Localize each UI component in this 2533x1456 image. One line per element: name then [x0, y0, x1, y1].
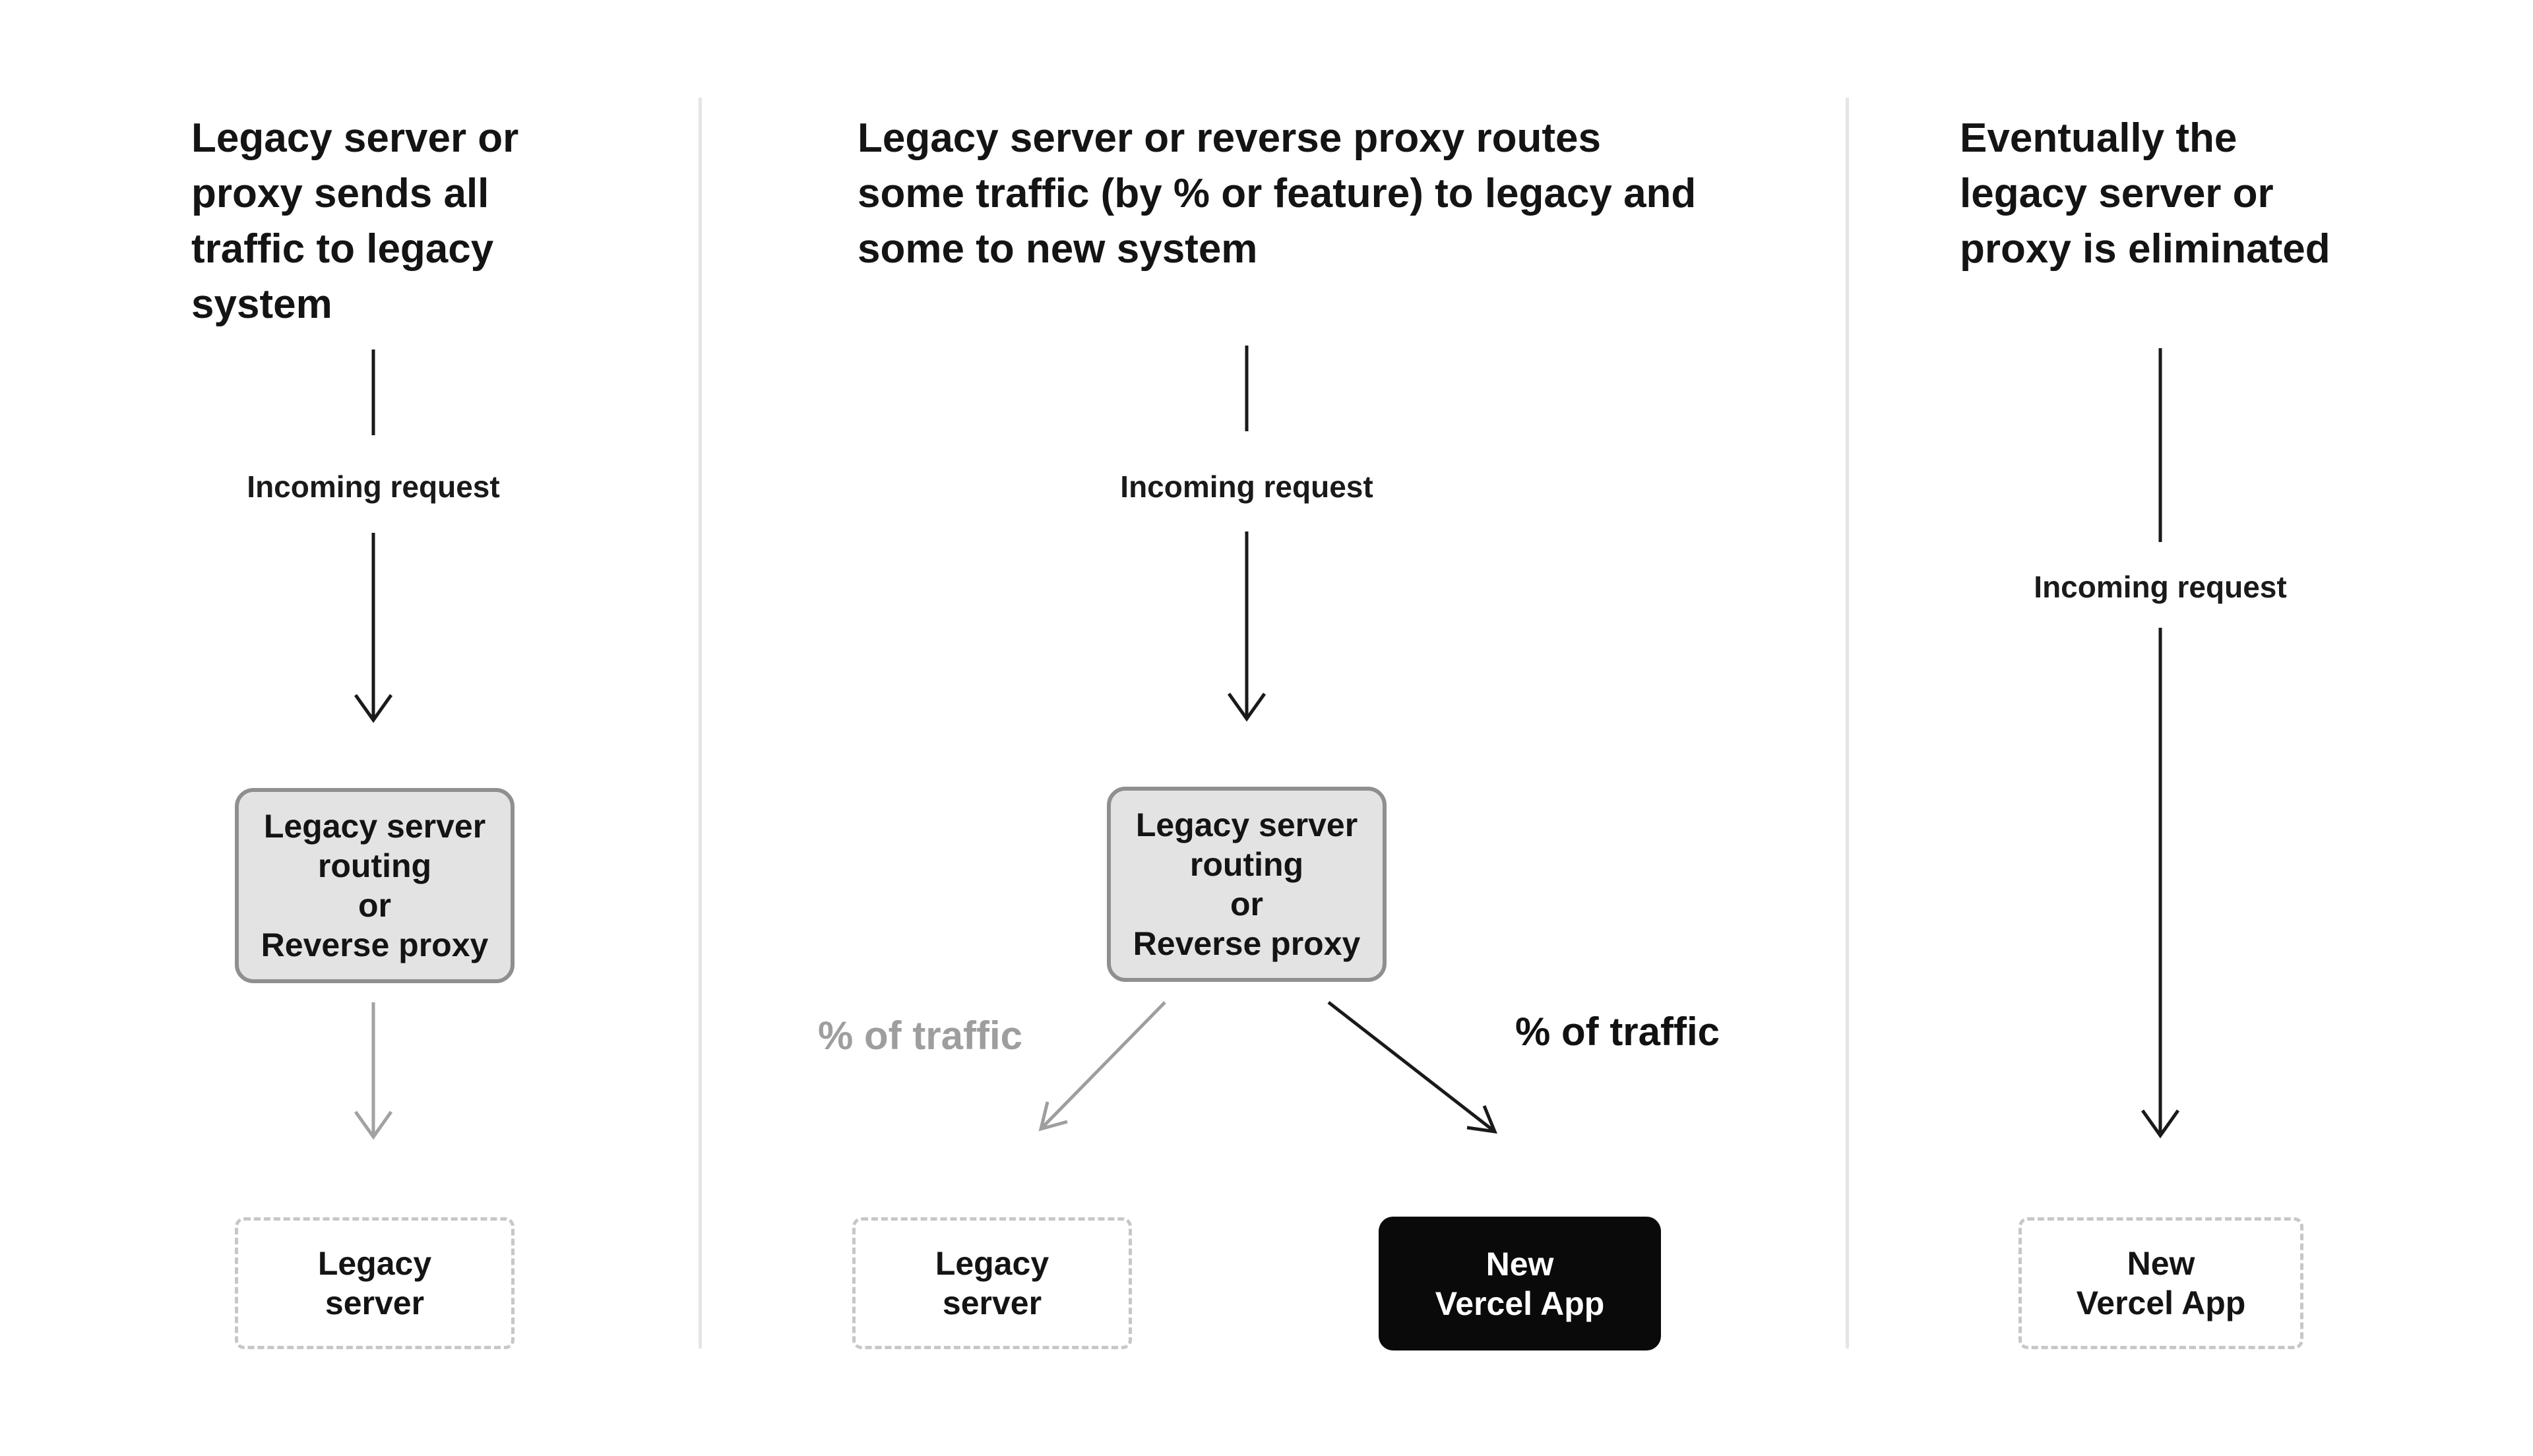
middle-flow-wires [1038, 346, 1497, 1134]
left-router-node: Legacy server routing or Reverse proxy [235, 788, 515, 983]
heading-line: Legacy server or reverse proxy routes [858, 115, 1601, 161]
right-incoming-request-label: Incoming request [2034, 570, 2287, 604]
heading-line: some to new system [858, 226, 1258, 272]
router-node-line: or [358, 887, 391, 924]
middle-new-vercel-app-node: New Vercel App [1379, 1217, 1661, 1350]
legacy-server-line: server [325, 1285, 425, 1321]
vercel-app-line: Vercel App [1435, 1285, 1605, 1322]
legacy-server-line: server [942, 1285, 1042, 1321]
right-new-vercel-app-node: New Vercel App [2018, 1217, 2303, 1349]
middle-legacy-server-node: Legacy server [852, 1217, 1132, 1349]
panel-divider-1 [699, 98, 702, 1349]
router-node-line: Legacy server [263, 808, 486, 845]
middle-router-node: Legacy server routing or Reverse proxy [1107, 787, 1387, 982]
router-node-line: Reverse proxy [1133, 925, 1361, 962]
traffic-split-legacy-arrowhead [1038, 1101, 1068, 1132]
right-flow-wires [2141, 348, 2180, 1139]
vercel-app-line: New [2127, 1245, 2195, 1282]
traffic-split-vercel-arrow [1327, 1001, 1496, 1133]
heading-line: proxy is eliminated [1960, 226, 2330, 272]
vercel-app-line: New [1485, 1245, 1554, 1283]
left-incoming-request-label: Incoming request [247, 470, 500, 504]
vercel-app-line: Vercel App [2076, 1285, 2246, 1321]
router-node-line: Legacy server [1135, 806, 1358, 843]
vercel-traffic-percent-label: % of traffic [1515, 1010, 1720, 1054]
left-panel-heading: Legacy server or proxy sends all traffic… [191, 111, 518, 332]
right-panel-heading: Eventually the legacy server or proxy is… [1960, 111, 2330, 277]
heading-line: some traffic (by % or feature) to legacy… [858, 171, 1697, 216]
left-request-arrowhead [354, 694, 393, 723]
right-request-arrowhead [2141, 1109, 2180, 1139]
middle-panel-heading: Legacy server or reverse proxy routes so… [858, 111, 1696, 277]
legacy-server-line: Legacy [317, 1245, 432, 1282]
router-node-line: routing [1189, 846, 1304, 883]
left-legacy-server-node: Legacy server [235, 1217, 515, 1349]
legacy-traffic-percent-label: % of traffic [818, 1014, 1023, 1058]
heading-line: system [191, 282, 332, 327]
left-to-legacy-arrowhead [354, 1110, 393, 1140]
heading-line: legacy server or [1960, 171, 2274, 216]
router-node-line: Reverse proxy [261, 926, 489, 963]
router-node-line: or [1230, 886, 1263, 923]
left-flow-wires [354, 349, 393, 1140]
heading-line: proxy sends all [191, 171, 489, 216]
router-node-line: routing [317, 847, 432, 884]
middle-incoming-request-label: Incoming request [1120, 470, 1373, 504]
traffic-split-vercel-arrowhead [1466, 1105, 1497, 1134]
middle-request-arrowhead [1227, 692, 1266, 722]
panel-divider-2 [1846, 98, 1849, 1349]
legacy-server-line: Legacy [935, 1245, 1049, 1282]
heading-line: Legacy server or [191, 115, 519, 161]
heading-line: traffic to legacy [191, 226, 494, 272]
traffic-split-legacy-arrow [1040, 1001, 1166, 1130]
heading-line: Eventually the [1960, 115, 2237, 161]
